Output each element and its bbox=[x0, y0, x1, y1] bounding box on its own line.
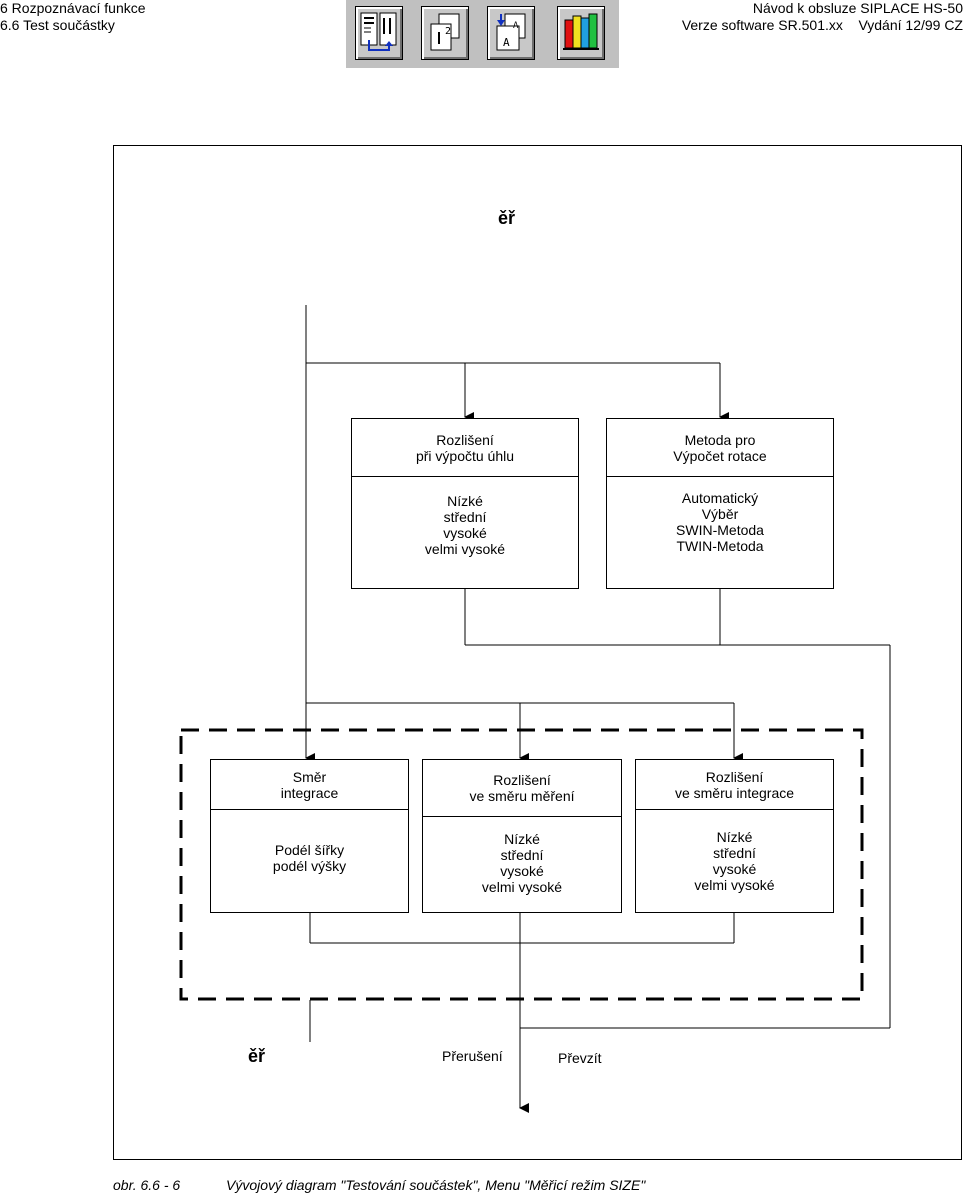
manual-title: Návod k obsluze SIPLACE HS-50 bbox=[752, 0, 963, 16]
index-button[interactable]: A A bbox=[487, 6, 535, 60]
svg-text:A: A bbox=[513, 21, 519, 31]
measure-resolution-options: Nízké střední vysoké velmi vysoké bbox=[481, 831, 563, 895]
cancel-label[interactable]: Přerušení bbox=[442, 1048, 503, 1064]
table-of-contents-icon bbox=[360, 12, 397, 51]
top-heading: ěř bbox=[498, 208, 516, 228]
chapter-title: 6 Rozpoznávací funkce bbox=[0, 0, 146, 16]
rotation-method-title: Metoda pro Výpočet rotace bbox=[607, 419, 833, 477]
section-title: 6.6 Test součástky bbox=[0, 17, 115, 33]
figure-number: obr. 6.6 - 6 bbox=[113, 1177, 181, 1193]
angle-resolution-title: Rozlišení při výpočtu úhlu bbox=[352, 419, 578, 477]
figure-title: Vývojový diagram "Testování součástek", … bbox=[226, 1177, 646, 1193]
table-of-contents-button[interactable] bbox=[355, 6, 403, 60]
integration-resolution-options: Nízké střední vysoké velmi vysoké bbox=[694, 829, 775, 893]
integration-direction-title: Směr integrace bbox=[211, 760, 408, 810]
svg-text:A: A bbox=[503, 36, 510, 49]
integration-direction-options: Podél šířky podél výšky bbox=[272, 842, 347, 874]
header-right: Návod k obsluze SIPLACE HS-50 Verze soft… bbox=[682, 0, 963, 34]
pages-button[interactable]: 2 bbox=[421, 6, 469, 60]
angle-resolution-box[interactable]: Rozlišení při výpočtu úhlu Nízké střední… bbox=[351, 418, 579, 589]
rotation-method-options: Automatický Výběr SWIN-Metoda TWIN-Metod… bbox=[676, 490, 764, 554]
pages-icon: 2 bbox=[430, 13, 460, 51]
index-icon: A A bbox=[496, 13, 526, 51]
dashed-group-border bbox=[179, 728, 864, 1001]
version-info: Verze software SR.501.xx Vydání 12/99 CZ bbox=[681, 17, 963, 33]
diagram-frame bbox=[113, 145, 962, 1160]
integration-resolution-box[interactable]: Rozlišení ve směru integrace Nízké střed… bbox=[635, 759, 834, 913]
measure-resolution-box[interactable]: Rozlišení ve směru měření Nízké střední … bbox=[422, 759, 622, 913]
integration-direction-box[interactable]: Směr integrace Podél šířky podél výšky bbox=[210, 759, 409, 913]
svg-text:2: 2 bbox=[445, 26, 451, 37]
accept-label[interactable]: Převzít bbox=[558, 1050, 602, 1066]
navigation-toolbar: 2 A A bbox=[346, 0, 619, 68]
measure-resolution-title: Rozlišení ve směru měření bbox=[423, 760, 621, 817]
bottom-heading: ěř bbox=[248, 1046, 266, 1066]
library-icon bbox=[563, 13, 599, 50]
header-left: 6 Rozpoznávací funkce 6.6 Test součástky bbox=[0, 0, 146, 34]
rotation-method-box[interactable]: Metoda pro Výpočet rotace Automatický Vý… bbox=[606, 418, 834, 589]
angle-resolution-options: Nízké střední vysoké velmi vysoké bbox=[424, 493, 506, 557]
figure-caption: obr. 6.6 - 6 Vývojový diagram "Testování … bbox=[113, 1177, 645, 1194]
library-button[interactable] bbox=[557, 6, 605, 60]
integration-resolution-title: Rozlišení ve směru integrace bbox=[636, 760, 833, 810]
